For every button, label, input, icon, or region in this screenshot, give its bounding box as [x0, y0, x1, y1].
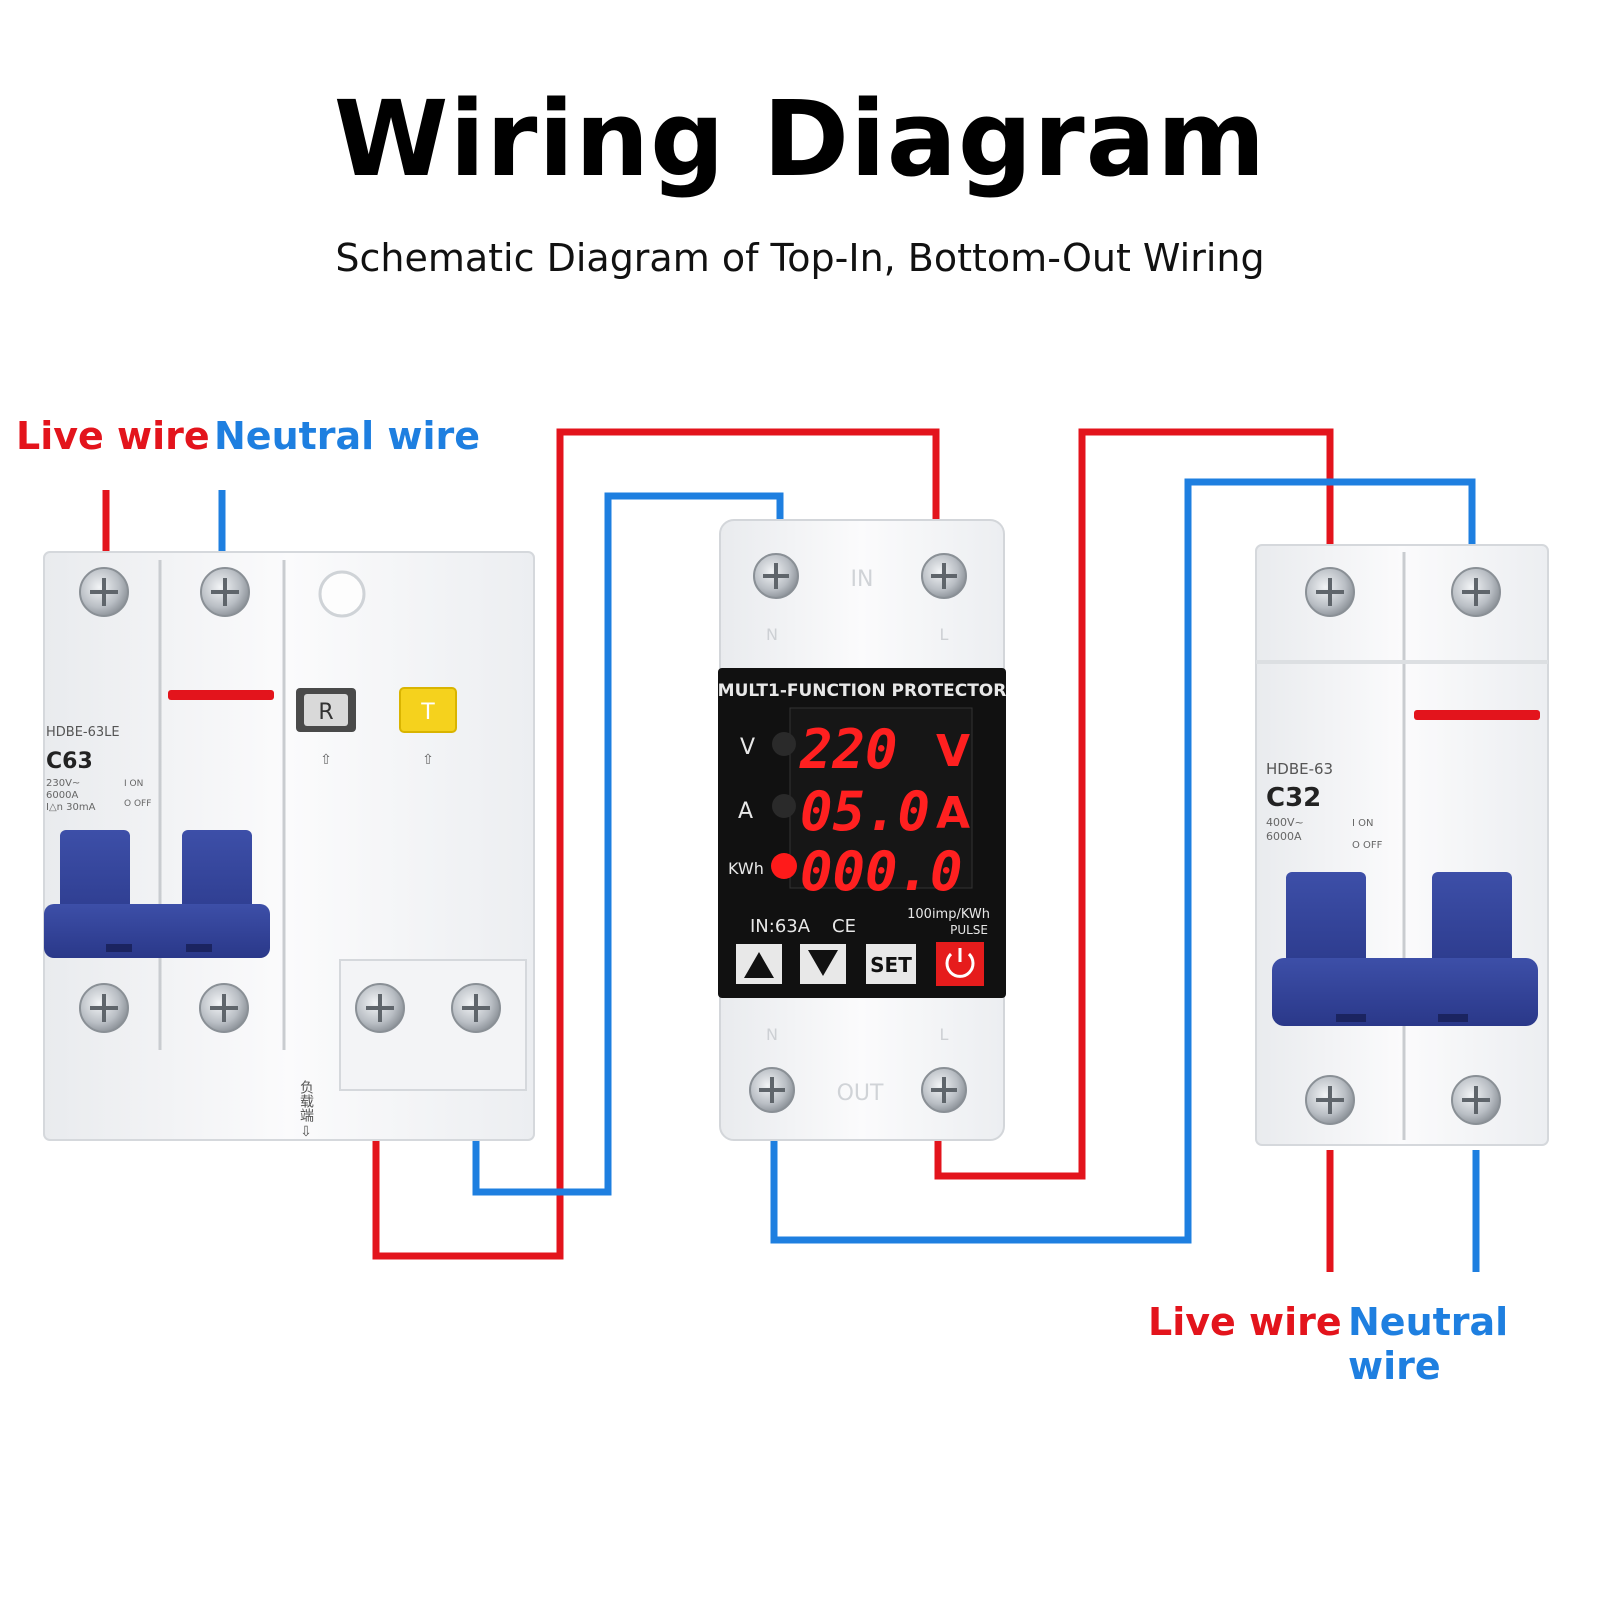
- protector-rating: IN:63A: [750, 916, 811, 937]
- reset-button-label: R: [318, 700, 333, 725]
- left-breaker-spec-2: 6000A: [46, 790, 78, 801]
- screw-icon: [451, 983, 501, 1033]
- protector-row-label-a: A: [738, 799, 753, 824]
- protector-terminal-n-top: N: [766, 625, 778, 644]
- right-breaker-toggle[interactable]: [1272, 872, 1538, 1026]
- right-breaker-off-label: O OFF: [1352, 840, 1383, 851]
- screw-icon: [921, 553, 967, 599]
- power-icon: [945, 948, 975, 978]
- test-button[interactable]: T: [399, 687, 457, 733]
- multi-function-protector: IN N L MULT1-FUNCTION PROTECTOR V A KWh …: [718, 519, 1007, 1141]
- arrow-up-icon: ⇧: [422, 752, 434, 768]
- left-breaker-toggle[interactable]: [44, 830, 270, 958]
- protector-reading-voltage: 220: [799, 718, 898, 781]
- diagram-subtitle: Schematic Diagram of Top-In, Bottom-Out …: [335, 236, 1265, 280]
- protector-row-label-kwh: KWh: [728, 859, 764, 878]
- left-breaker-spec-1: 230V~: [46, 778, 80, 789]
- led-kwh-indicator: [771, 853, 797, 879]
- right-breaker-rating: C32: [1266, 783, 1321, 813]
- power-button[interactable]: [936, 942, 984, 986]
- led-v-indicator: [772, 732, 796, 756]
- set-button-label: SET: [870, 953, 912, 977]
- neutral-wire-label-bottom: Neutral wire: [1348, 1300, 1509, 1388]
- protector-reading-energy: 000.0: [800, 840, 963, 903]
- protector-terminal-l-bottom: L: [940, 1025, 949, 1044]
- arrow-up-icon: ⇧: [320, 752, 332, 768]
- down-arrow-button[interactable]: [800, 944, 846, 984]
- left-breaker-on-indicator: [168, 690, 274, 700]
- screw-icon: [200, 567, 250, 617]
- left-breaker: HDBE-63LE C63 230V~ 6000A I△n 30mA I ON …: [43, 551, 535, 1141]
- protector-row-label-v: V: [740, 735, 755, 760]
- test-button-label: T: [420, 700, 435, 725]
- left-breaker-on-label: I ON: [124, 779, 143, 789]
- screw-icon: [1305, 567, 1355, 617]
- screw-icon: [199, 983, 249, 1033]
- protector-unit-current: A: [936, 788, 970, 839]
- screw-icon: [1305, 1075, 1355, 1125]
- live-wire-label-top: Live wire: [16, 414, 210, 458]
- left-breaker-indicator: [318, 570, 366, 618]
- screw-icon: [921, 1067, 967, 1113]
- neutral-wire-protector-to-right: [770, 478, 1476, 1244]
- set-button[interactable]: SET: [866, 944, 916, 984]
- screw-icon: [79, 983, 129, 1033]
- protector-ce-mark: CE: [832, 916, 856, 937]
- protector-terminal-n-bottom: N: [766, 1025, 778, 1044]
- arrow-down-icon: ⇩: [300, 1124, 312, 1140]
- wires: [102, 428, 1480, 1272]
- live-wire-label-bottom: Live wire: [1148, 1300, 1342, 1344]
- led-a-indicator: [772, 794, 796, 818]
- reset-button[interactable]: R: [296, 688, 356, 732]
- live-wire-left-to-protector: [372, 428, 940, 1260]
- right-breaker: HDBE-63 C32 400V~ 6000A I ON O OFF: [1255, 544, 1549, 1146]
- screw-icon: [79, 567, 129, 617]
- screw-icon: [355, 983, 405, 1033]
- neutral-wire-left-to-protector: [472, 492, 784, 1196]
- neutral-wire-label-top: Neutral wire: [214, 414, 481, 458]
- screw-icon: [749, 1067, 795, 1113]
- protector-out-label: OUT: [837, 1081, 884, 1106]
- right-breaker-spec-2: 6000A: [1266, 830, 1302, 843]
- screw-icon: [1451, 1075, 1501, 1125]
- protector-unit-voltage: V: [936, 726, 970, 777]
- screw-icon: [1451, 567, 1501, 617]
- up-arrow-button[interactable]: [736, 944, 782, 984]
- right-breaker-model: HDBE-63: [1266, 760, 1333, 778]
- screw-icon: [753, 553, 799, 599]
- diagram-title: Wiring Diagram: [333, 78, 1267, 200]
- protector-pulse-rate: 100imp/KWh: [907, 907, 990, 922]
- right-breaker-body: [1255, 544, 1549, 1146]
- protector-reading-current: 05.0: [800, 780, 930, 843]
- protector-terminal-l-top: L: [940, 625, 949, 644]
- protector-panel-title: MULT1-FUNCTION PROTECTOR: [718, 681, 1007, 701]
- right-breaker-on-indicator: [1414, 710, 1540, 720]
- right-breaker-spec-1: 400V~: [1266, 816, 1304, 829]
- left-breaker-model: HDBE-63LE: [46, 725, 120, 740]
- right-breaker-on-label: I ON: [1352, 818, 1373, 829]
- left-breaker-rating: C63: [46, 749, 93, 774]
- left-breaker-off-label: O OFF: [124, 799, 151, 809]
- protector-in-label: IN: [851, 567, 874, 592]
- left-breaker-spec-3: I△n 30mA: [46, 802, 96, 813]
- left-breaker-load-side-label: 负载端: [298, 1080, 314, 1122]
- live-wire-protector-to-right: [934, 428, 1334, 1180]
- protector-pulse-label: PULSE: [950, 923, 988, 937]
